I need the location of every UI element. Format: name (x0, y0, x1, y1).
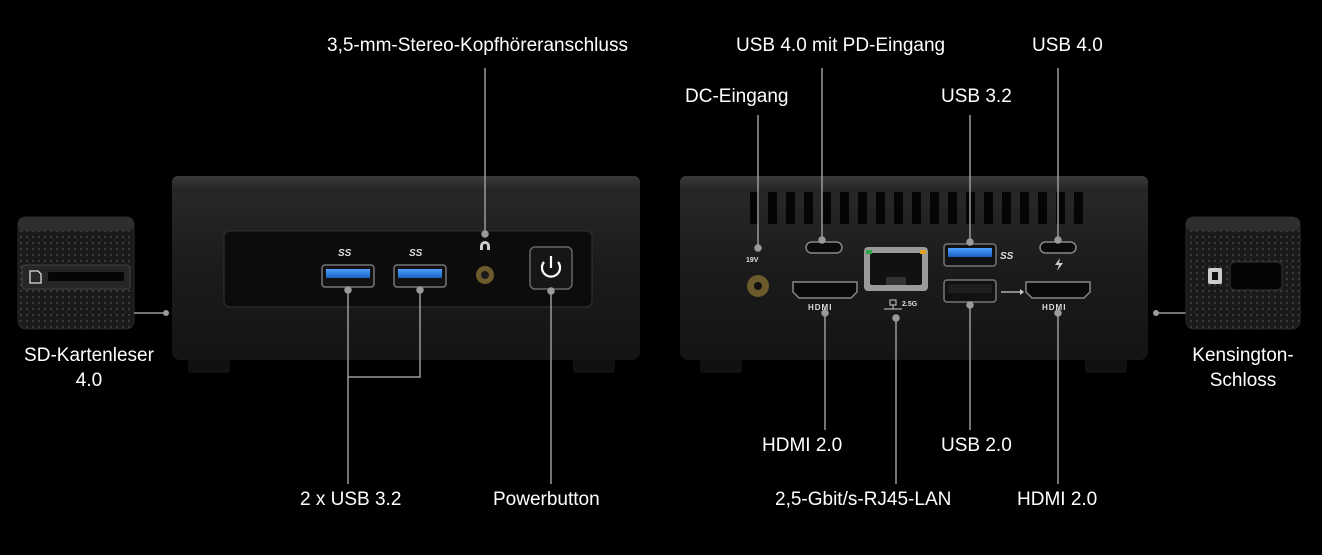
usb32-rear-label: USB 3.2 (941, 86, 1012, 107)
kensington-label-line1: Kensington- (1192, 345, 1294, 366)
sd-reader-detail (17, 216, 135, 330)
usb32-front-label: 2 x USB 3.2 (300, 489, 402, 510)
usb20-label: USB 2.0 (941, 435, 1012, 456)
sd-reader-label-line1: SD-Kartenleser (24, 345, 154, 366)
power-icon (540, 256, 562, 278)
lan-speed-mark: 2.5G (902, 301, 918, 308)
kensington-detail (1185, 216, 1301, 330)
sd-reader-label: SD-Kartenleser 4.0 (14, 345, 164, 392)
kensington-lock-icon (1208, 268, 1222, 284)
ss10-mark-b: SS (409, 248, 423, 259)
hdmi-mark-a: HDMI (808, 303, 832, 312)
front-device (172, 176, 640, 373)
lan-label: 2,5-Gbit/s-RJ45-LAN (775, 489, 952, 510)
ss10-mark-c: SS (1000, 251, 1014, 262)
hdmi-mark-b: HDMI (1042, 303, 1066, 312)
kensington-label: Kensington- Schloss (1170, 345, 1316, 392)
hdmi-right-label: HDMI 2.0 (1017, 489, 1098, 510)
thunderbolt-icon (1055, 258, 1063, 271)
sd-reader-label-line2: 4.0 (75, 370, 103, 391)
kensington-label-line2: Schloss (1209, 370, 1277, 391)
usb4-label: USB 4.0 (1032, 35, 1103, 56)
rear-device (680, 176, 1148, 373)
dc-in-label: DC-Eingang (685, 86, 789, 107)
leader-lines (344, 68, 1062, 484)
power-button-label: Powerbutton (493, 489, 600, 510)
sd-card-icon (29, 270, 42, 284)
hdmi-left-label: HDMI 2.0 (762, 435, 843, 456)
usb-icon (1001, 289, 1024, 295)
headphone-icon (480, 241, 490, 250)
lan-icon (884, 299, 902, 310)
usb4-pd-label: USB 4.0 mit PD-Eingang (736, 35, 946, 56)
dc-voltage-mark: 19V (746, 257, 759, 264)
headphone-jack-label: 3,5-mm-Stereo-Kopfhöreranschluss (327, 35, 628, 56)
ss10-mark-a: SS (338, 248, 352, 259)
